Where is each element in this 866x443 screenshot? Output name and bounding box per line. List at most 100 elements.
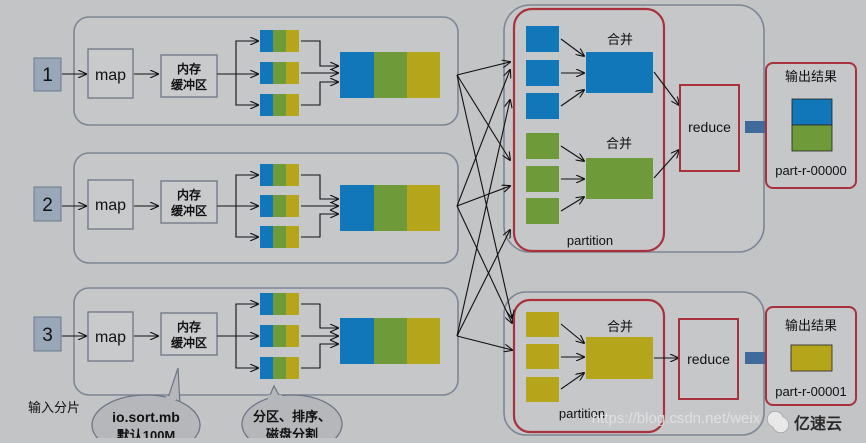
output-2: 输出结果 part-r-00001 [765, 306, 857, 406]
spill-file-2b [260, 195, 299, 217]
buffer-label-line2-3: 缓冲区 [171, 335, 207, 350]
merge-label-olive: 合并 [607, 319, 633, 334]
partition-box-2 [512, 298, 666, 434]
arrow-spill-bottom-2 [235, 206, 258, 237]
buffer-box-3 [160, 312, 218, 356]
spill-file-1a [260, 30, 299, 52]
buffer-box-1 [160, 54, 218, 98]
reduce-box-2 [678, 318, 739, 400]
output-1: 输出结果 part-r-00000 [765, 62, 857, 189]
arrow-merge-bottom-3 [301, 344, 338, 369]
partition-block-green-3 [526, 198, 559, 224]
arrow-blue-merge-c [560, 90, 584, 107]
split-number-box-3 [33, 316, 62, 352]
output-file-2: part-r-00001 [775, 384, 847, 399]
partition-label-2: partition [559, 406, 605, 421]
reduce-label-2: reduce [687, 351, 730, 367]
callout-spill-line1: 分区、排序、 [253, 409, 331, 424]
spill-file-3a [260, 293, 299, 315]
arrow-spill-top-1 [217, 41, 258, 75]
spill-file-2a [260, 164, 299, 186]
split-row-1: 1 map 内存 缓冲区 [33, 16, 459, 126]
partition-block-olive-1 [526, 312, 559, 337]
reducer-2: 合并 partition reduce [503, 291, 765, 436]
output-block-blue [791, 98, 833, 126]
partition-label-1: partition [567, 233, 613, 248]
partition-block-green-1 [526, 133, 559, 159]
shuffle-arrows [456, 62, 512, 350]
arrow-green-merge-a [560, 145, 584, 161]
callout-spill-line2: 磁盘分割 [266, 427, 318, 438]
shuffle-arrow-1-to-r1-mid [456, 74, 510, 160]
partition-box-1 [512, 7, 666, 253]
arrow-merge-bottom-1 [301, 82, 338, 106]
watermark-url: https://blog.csdn.net/weix [592, 410, 761, 427]
shuffle-arrow-3-to-r1-top [456, 100, 510, 337]
spill-file-1c [260, 94, 299, 116]
output-block-olive [790, 344, 833, 372]
input-split-label: 输入分片 [28, 400, 80, 415]
merged-blue-block [586, 52, 653, 93]
shuffle-arrow-1-to-r2 [456, 74, 512, 318]
map-box-1 [87, 48, 134, 99]
spill-file-3c [260, 357, 299, 379]
split-row-2: 2 map 内存 缓冲区 [33, 152, 459, 264]
map-box-3 [87, 311, 134, 362]
buffer-label-line1-3: 内存 [177, 319, 201, 334]
shuffle-arrow-2-to-r1-top [456, 70, 510, 207]
reduce-box-1 [679, 84, 740, 172]
shuffle-arrow-1-to-r1-top [456, 62, 510, 76]
merge-label-green: 合并 [606, 136, 632, 151]
map-label-2: map [95, 197, 126, 214]
partition-block-blue-1 [526, 26, 559, 52]
arrow-merge-top-3 [301, 303, 338, 328]
callout-sort-mb-line2: 默认100M [117, 428, 176, 438]
output-file-1: part-r-00000 [775, 163, 847, 178]
shuffle-arrow-3-to-r2 [456, 335, 512, 350]
shuffle-arrow-3-to-r1-mid [456, 230, 510, 337]
shuffle-arrow-2-to-r2 [456, 205, 512, 323]
buffer-label-line2-2: 缓冲区 [171, 203, 207, 218]
split-number-1: 1 [42, 65, 53, 86]
partition-block-green-2 [526, 166, 559, 192]
reduce-label-1: reduce [688, 119, 731, 135]
split-row-3: 3 map 内存 缓冲区 [33, 287, 459, 396]
arrow-merge-top-2 [301, 174, 338, 199]
buffer-label-line1-1: 内存 [177, 61, 201, 76]
partition-block-olive-3 [526, 377, 559, 402]
merged-olive-block [586, 337, 653, 379]
spill-file-2c [260, 226, 299, 248]
arrow-spill-bottom-1 [235, 74, 258, 105]
watermark-brand-text: 亿速云 [794, 414, 842, 433]
callout-sort-mb: io.sort.mb 默认100M [91, 367, 201, 443]
buffer-label-line1-2: 内存 [177, 187, 201, 202]
merged-output-3 [340, 318, 440, 364]
arrow-green-merge-c [560, 197, 584, 212]
split-number-3: 3 [42, 325, 53, 346]
output-block-green [791, 124, 833, 152]
map-label-3: map [95, 329, 126, 346]
split-number-2: 2 [42, 195, 53, 216]
merge-label-blue: 合并 [607, 32, 633, 47]
split-number-box-1 [33, 57, 62, 92]
buffer-box-2 [160, 180, 218, 224]
partition-block-blue-2 [526, 60, 559, 86]
spill-file-1b [260, 62, 299, 84]
partition-block-olive-2 [526, 344, 559, 369]
arrow-olive-merge-c [560, 373, 584, 390]
arrow-green-to-reduce [653, 150, 679, 179]
arrow-merge-bottom-2 [301, 214, 338, 238]
brand-logo-icon [767, 411, 789, 433]
arrow-blue-to-reduce [653, 71, 679, 105]
merged-output-2 [340, 185, 440, 231]
output-title-2: 输出结果 [785, 318, 837, 333]
arrow-olive-merge-a [560, 323, 584, 343]
arrow-merge-top-1 [301, 40, 338, 66]
split-number-box-2 [33, 186, 62, 222]
arrow-spill-top-2 [217, 175, 258, 207]
spill-file-3b [260, 325, 299, 347]
partition-block-blue-3 [526, 93, 559, 119]
merged-output-1 [340, 52, 440, 98]
